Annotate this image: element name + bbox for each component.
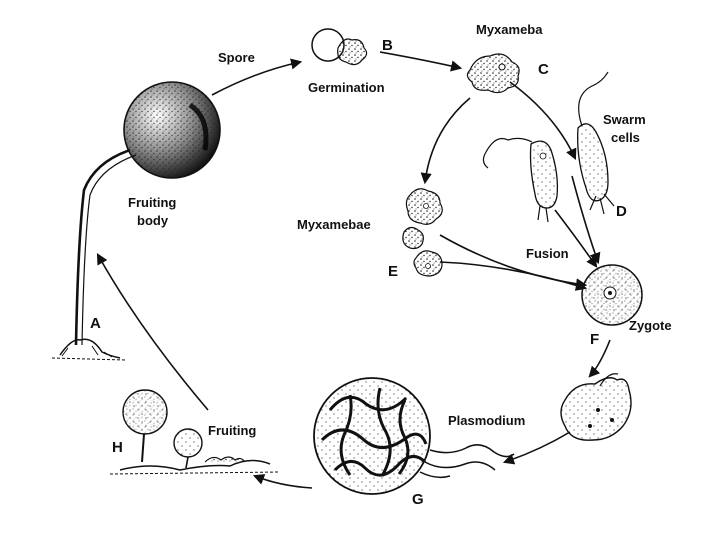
label-plasmodium: Plasmodium xyxy=(448,413,525,428)
label-fruiting-body-line2: body xyxy=(137,213,169,228)
stage-letter-g: G xyxy=(412,491,424,508)
arrow-myxameba-to-myxamebae xyxy=(425,98,470,182)
label-fruiting: Fruiting xyxy=(208,423,256,438)
myxameba-c xyxy=(467,54,519,93)
label-swarm: Swarm xyxy=(603,112,646,127)
stage-letter-h: H xyxy=(112,439,123,456)
arrow-e-to-zygote xyxy=(440,262,585,288)
label-spore: Spore xyxy=(218,50,255,65)
label-cells: cells xyxy=(611,130,640,145)
zygote-f xyxy=(582,265,642,325)
stage-letter-d: D xyxy=(616,203,627,220)
swarm-cells-d xyxy=(483,72,614,222)
stage-letter-a: A xyxy=(90,315,101,332)
arrow-spore-to-germination xyxy=(212,62,300,95)
stage-letter-c: C xyxy=(538,61,549,78)
arrow-fruiting-to-fruiting-body xyxy=(98,255,208,410)
fruiting-body-a xyxy=(52,82,220,360)
arrow-plasmodium-to-g xyxy=(505,432,570,462)
label-myxamebae: Myxamebae xyxy=(297,217,371,232)
label-germination: Germination xyxy=(308,80,385,95)
myxamebae-e xyxy=(403,189,442,276)
stage-letter-b: B xyxy=(382,37,393,54)
label-fruiting-body-line1: Fruiting xyxy=(128,195,176,210)
label-zygote: Zygote xyxy=(629,318,672,333)
arrow-g-to-fruiting xyxy=(255,476,312,488)
young-plasmodium xyxy=(561,374,631,440)
label-myxameba: Myxameba xyxy=(476,22,543,37)
label-fusion: Fusion xyxy=(526,246,569,261)
arrow-germination-to-myxameba xyxy=(380,52,460,68)
stage-letter-e: E xyxy=(388,263,398,280)
germinating-spore-b xyxy=(312,29,367,65)
stage-letter-f: F xyxy=(590,331,599,348)
mature-plasmodium-g xyxy=(314,378,514,494)
